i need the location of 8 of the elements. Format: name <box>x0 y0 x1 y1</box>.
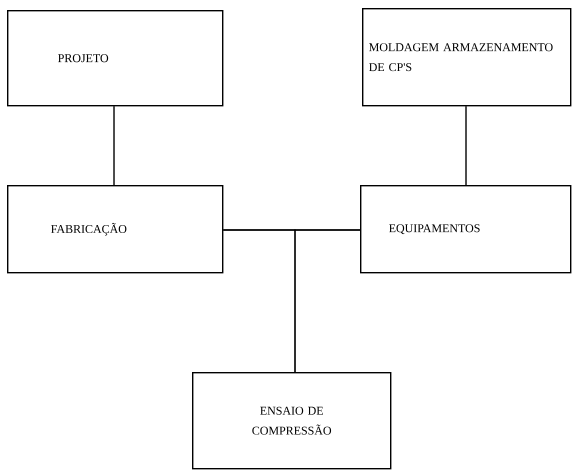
process-box: ENSAIO DE COMPRESSÃO <box>192 372 392 470</box>
connector-line <box>465 106 467 185</box>
process-box: EQUIPAMENTOS <box>360 185 572 274</box>
process-box: MOLDAGEM ARMAZENAMENTO DE CP'S <box>362 8 572 106</box>
process-box: PROJETO <box>7 10 224 106</box>
connector-line <box>113 106 115 185</box>
connector-line <box>294 229 360 372</box>
process-box: FABRICAÇÃO <box>7 185 224 274</box>
